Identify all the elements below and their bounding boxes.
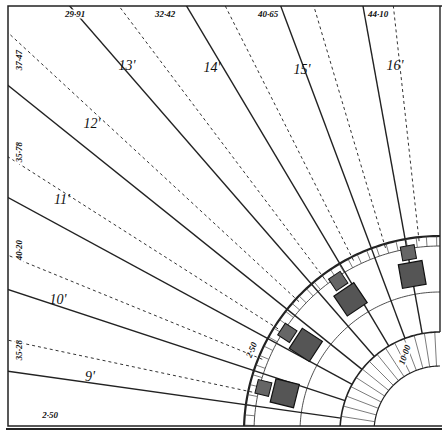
ring-tick — [386, 244, 389, 254]
dotted-axis — [8, 266, 252, 392]
unit-block — [398, 261, 426, 289]
radial-line — [8, 6, 374, 357]
radial-line — [8, 321, 341, 418]
dotted-axis — [8, 6, 324, 279]
ring-tick — [435, 332, 437, 366]
sheet-frame — [8, 6, 442, 426]
ring-tick — [343, 406, 376, 415]
unit-block — [400, 245, 416, 261]
dotted-axis — [8, 129, 262, 359]
dimension: 40·20 — [15, 238, 24, 262]
radial-line — [8, 6, 362, 369]
ring-tick — [362, 369, 388, 390]
plan-lines — [8, 6, 440, 426]
sector-number: 9' — [83, 370, 97, 384]
dimension: 35·78 — [15, 140, 24, 164]
unit-block — [329, 271, 348, 290]
ring-tick — [314, 282, 320, 290]
ring-tick — [264, 346, 273, 350]
dimension: 10·00 — [397, 342, 414, 368]
ring-tick — [396, 241, 398, 251]
dimension: 2·50 — [40, 411, 60, 420]
ring-tick — [248, 395, 258, 397]
dimension: 35·28 — [15, 338, 24, 362]
ring-tick — [436, 236, 437, 246]
unit-block — [270, 379, 299, 408]
radial-line — [8, 181, 345, 400]
ring-tick — [246, 405, 256, 406]
dotted-axis — [353, 6, 419, 241]
ring-tick — [322, 275, 328, 283]
ring-tick — [245, 414, 255, 416]
unit-block — [255, 379, 272, 396]
sector-number: 10' — [48, 293, 69, 307]
ring-arc — [340, 332, 440, 426]
dotted-axis — [8, 6, 278, 329]
ring-tick — [299, 296, 306, 303]
ring-tick — [357, 254, 361, 263]
ring-tick — [348, 259, 353, 268]
ring-tick — [260, 355, 269, 359]
ring-tick — [286, 311, 294, 317]
ring-tick — [269, 337, 278, 342]
dimension: 37·47 — [15, 48, 24, 72]
ring-tick — [356, 378, 385, 397]
dotted-axis — [213, 6, 386, 248]
dimension: 29·91 — [63, 10, 87, 19]
ring-tick — [253, 375, 263, 378]
ring-tick — [424, 333, 429, 367]
base-line — [6, 428, 442, 430]
radial-line — [8, 50, 352, 384]
ring-tick — [426, 236, 428, 246]
sector-number: 16' — [385, 59, 406, 73]
ring-tick — [351, 387, 381, 402]
radial-line — [31, 6, 389, 346]
radial-line — [439, 6, 440, 332]
ring-arc — [300, 292, 440, 426]
ring-tick — [367, 250, 371, 259]
ring-tick — [369, 361, 393, 385]
radial-line — [160, 6, 405, 338]
ring-arc — [374, 366, 440, 426]
ring-tick — [376, 247, 379, 256]
ring-tick — [292, 303, 300, 310]
ring-tick — [416, 237, 417, 247]
dotted-axis — [8, 6, 299, 302]
ring-arc — [244, 236, 440, 426]
ring-tick — [306, 289, 313, 296]
sector-number: 13' — [117, 59, 138, 73]
ring-tick — [341, 416, 375, 421]
ring-tick — [256, 365, 265, 368]
dotted-axis — [80, 6, 354, 261]
ring-tick — [377, 354, 398, 380]
ring-arc — [254, 246, 440, 426]
sector-number: 12' — [82, 117, 103, 131]
dimension: 44·10 — [366, 10, 390, 19]
unit-block — [278, 323, 297, 342]
sector-number: 11' — [52, 193, 72, 207]
dimension: 40·65 — [256, 10, 280, 19]
dimension: 32·42 — [153, 10, 177, 19]
ring-tick — [414, 335, 423, 368]
sector-number: 14' — [202, 61, 223, 75]
sector-number: 15' — [292, 63, 313, 77]
